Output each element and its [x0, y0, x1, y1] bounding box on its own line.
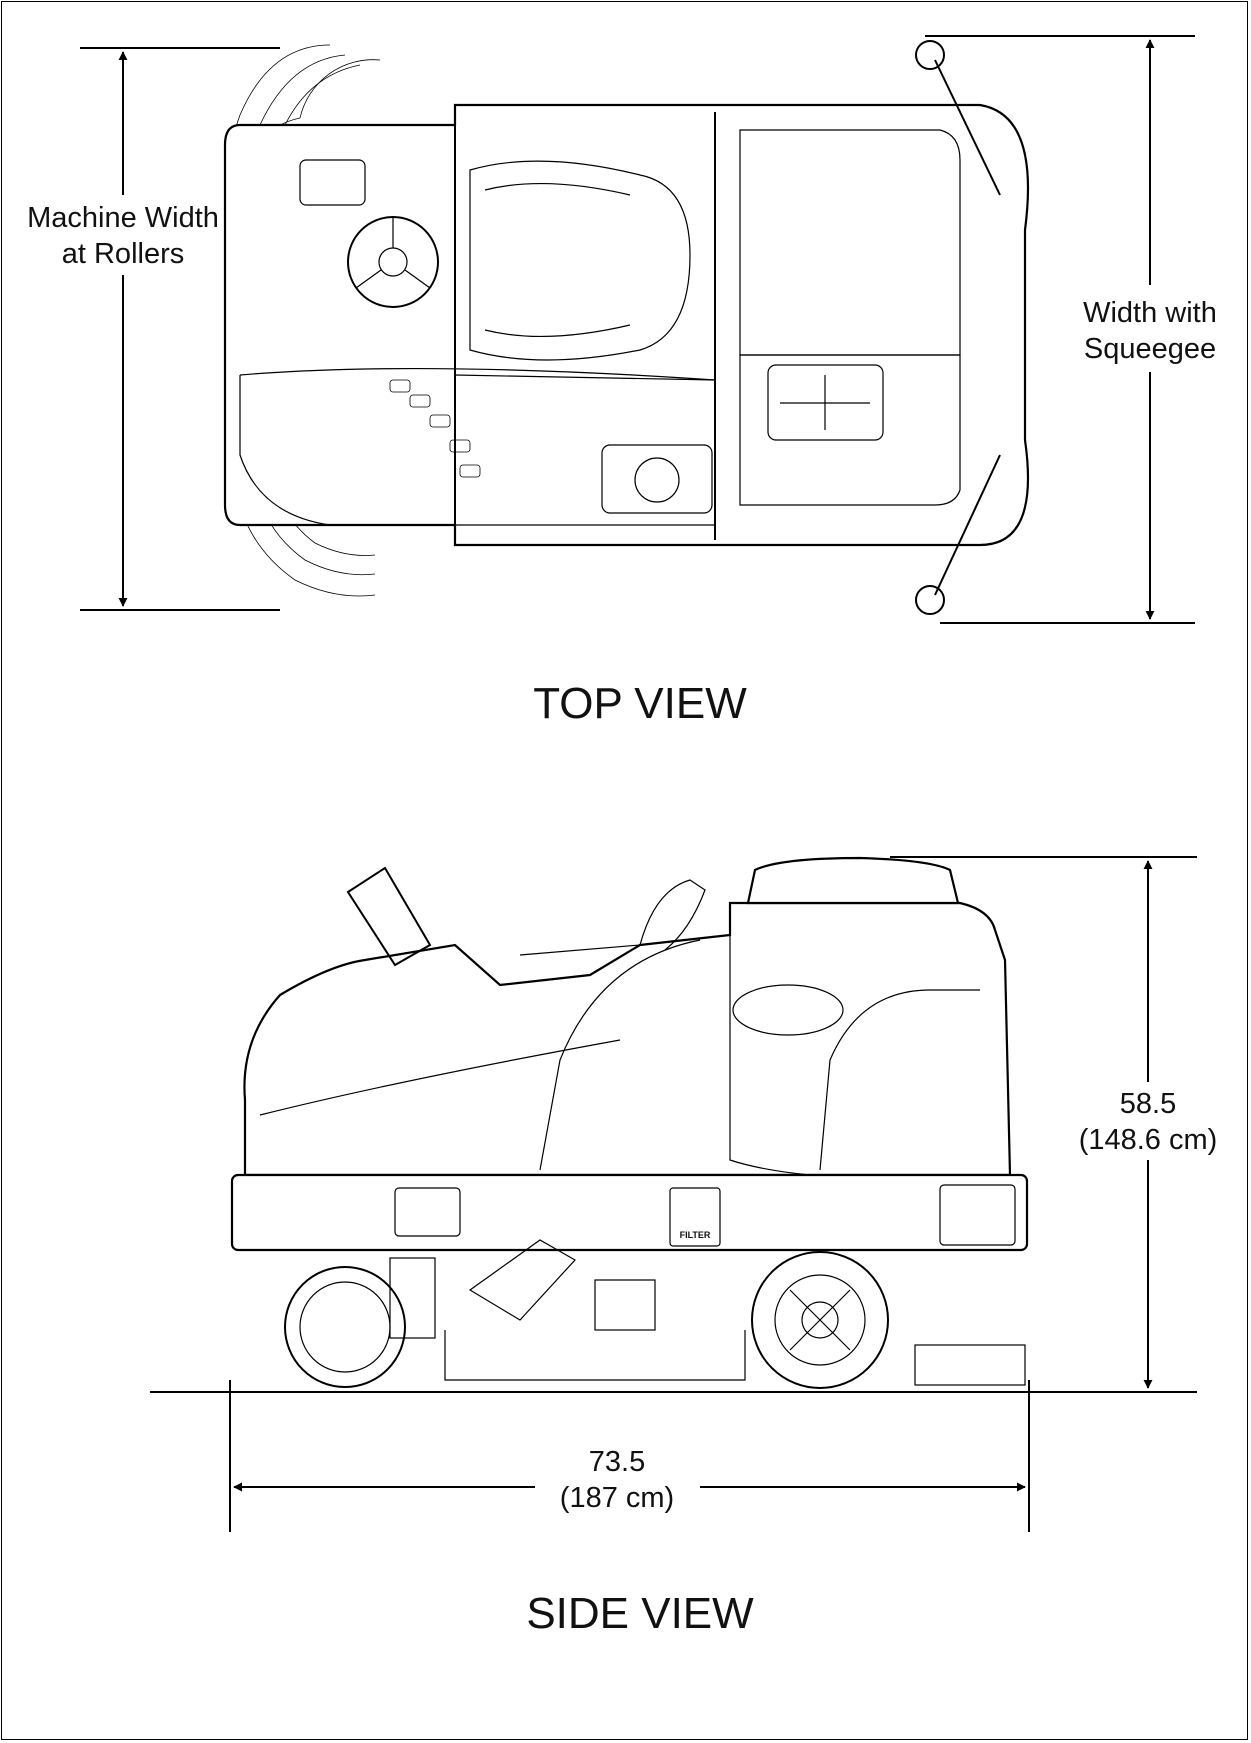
steering-column-side	[346, 866, 432, 967]
dim-label-squeegee-width-line1: Width with	[1083, 297, 1217, 329]
control-pad-top	[299, 159, 366, 206]
filter-indicator	[669, 1187, 721, 1247]
length-metric: (187 cm)	[560, 1482, 674, 1514]
recovery-hood	[746, 856, 960, 905]
dim-label-squeegee-width-line2: Squeegee	[1084, 333, 1216, 365]
length-value: 73.5	[589, 1446, 645, 1478]
tank-cap	[767, 364, 884, 441]
rear-wheel-side	[284, 1266, 406, 1388]
dim-label-machine-width-line1: Machine Width	[27, 202, 219, 234]
squeegee-side	[914, 1344, 1026, 1386]
height-value: 58.5	[1120, 1088, 1176, 1120]
side-badge-oval	[732, 984, 844, 1036]
control-buttons-top	[389, 379, 481, 478]
height-metric: (148.6 cm)	[1079, 1124, 1218, 1156]
dim-label-machine-width-line2: at Rollers	[62, 238, 185, 270]
front-wheel-side	[751, 1251, 889, 1389]
machine-body-side	[243, 901, 1012, 1177]
operator-seat-side	[639, 879, 706, 951]
filter-label: FILTER	[680, 1230, 711, 1240]
chassis-side	[230, 1173, 1029, 1252]
squeegee-arm-bottom	[934, 454, 1001, 596]
top-view-title: TOP VIEW	[533, 679, 747, 728]
top-view: Machine Width at Rollers Width with Sque…	[27, 35, 1217, 728]
scrub-deck-side	[444, 1330, 746, 1381]
side-view: FILTER 58.5 (148.6 cm) 73.5 (187 cm) SID…	[150, 856, 1218, 1638]
side-view-title: SIDE VIEW	[526, 1589, 754, 1638]
machine-body-top	[223, 103, 1030, 547]
squeegee-arm-top	[934, 59, 1001, 196]
fill-port	[601, 444, 713, 514]
operator-seat-top	[469, 160, 691, 361]
